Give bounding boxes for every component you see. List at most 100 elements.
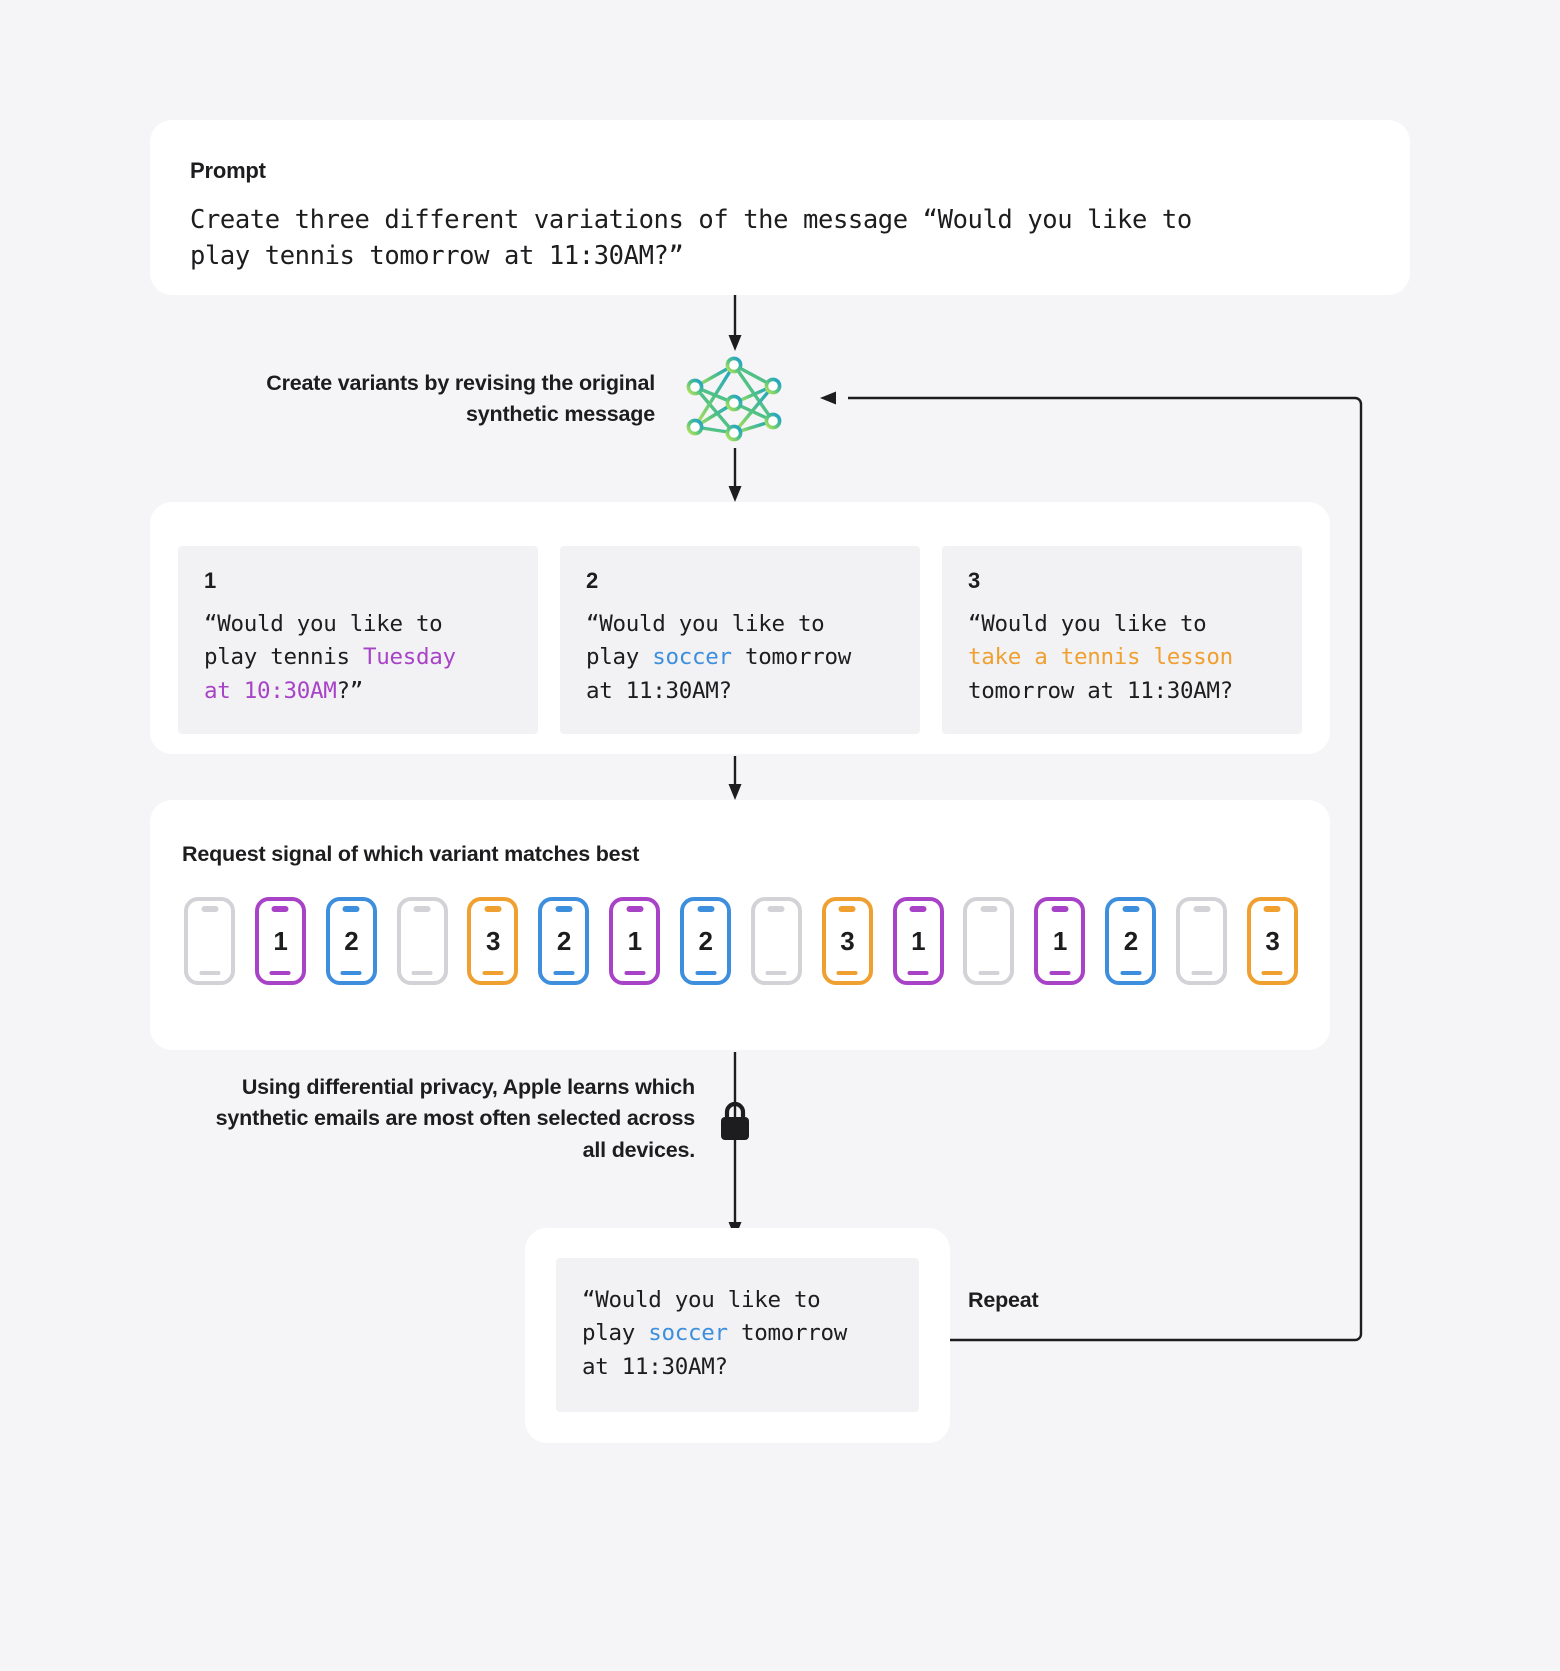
device-selection-label: 1: [627, 926, 642, 956]
device-selection-label: 3: [1265, 926, 1280, 956]
lock-icon: [718, 1100, 752, 1142]
arrow-prompt-to-model: [728, 295, 742, 351]
device-variant-3[interactable]: 3: [1246, 897, 1298, 985]
device-selection-label: 3: [840, 926, 855, 956]
device-variant-3[interactable]: 3: [821, 897, 873, 985]
neural-network-icon: [678, 355, 790, 445]
device-notch-icon: [413, 906, 431, 912]
device-home-indicator-icon: [340, 971, 362, 975]
final-result-text: “Would you like to play soccer tomorrow …: [582, 1284, 893, 1384]
device-no-selection[interactable]: [184, 897, 235, 985]
text-segment: soccer: [648, 1320, 728, 1347]
device-notch-icon: [980, 906, 998, 912]
device-no-selection[interactable]: [750, 897, 802, 985]
device-notch-icon: [555, 906, 573, 912]
final-result-card: “Would you like to play soccer tomorrow …: [525, 1228, 950, 1443]
text-segment: “Would you like to: [968, 611, 1207, 637]
device-selection-label: 2: [344, 926, 359, 956]
device-signal-row: 1 2 3 2 1 2 3 1 1 2 3: [182, 897, 1300, 985]
text-segment: tomorrow at 11:30AM?: [582, 1320, 847, 1380]
device-notch-icon: [201, 906, 218, 912]
device-home-indicator-icon: [482, 971, 504, 975]
signal-title: Request signal of which variant matches …: [182, 842, 640, 866]
device-selection-label: 1: [1052, 926, 1067, 956]
device-notch-icon: [271, 906, 289, 912]
variant-number: 2: [586, 568, 599, 593]
device-variant-1[interactable]: 1: [609, 897, 661, 985]
variant-number: 1: [204, 568, 217, 593]
variant-text: “Would you like to take a tennis lesson …: [968, 608, 1276, 708]
device-selection-label: 2: [556, 926, 571, 956]
device-notch-icon: [342, 906, 360, 912]
variants-row: 1 “Would you like to play tennis Tuesday…: [150, 546, 1330, 734]
device-variant-1[interactable]: 1: [1034, 897, 1086, 985]
final-result-panel: “Would you like to play soccer tomorrow …: [556, 1258, 919, 1412]
arrow-variants-to-signal: [728, 756, 742, 800]
variants-card: 1 “Would you like to play tennis Tuesday…: [150, 502, 1330, 754]
prompt-label: Prompt: [190, 158, 266, 183]
device-variant-1[interactable]: 1: [892, 897, 944, 985]
repeat-loop-arrow: [820, 391, 1363, 1342]
device-no-selection[interactable]: [396, 897, 448, 985]
device-selection-label: 3: [485, 926, 500, 956]
device-home-indicator-icon: [1120, 971, 1142, 975]
device-home-indicator-icon: [1261, 971, 1283, 975]
repeat-label: Repeat: [968, 1288, 1039, 1312]
text-segment: “Would you like to play: [582, 1287, 821, 1347]
device-notch-icon: [484, 906, 502, 912]
device-no-selection[interactable]: [1176, 897, 1228, 985]
device-notch-icon: [697, 906, 715, 912]
device-notch-icon: [767, 906, 785, 912]
arrow-signal-to-final: [728, 1052, 742, 1238]
text-segment: “Would you like to play: [586, 611, 825, 671]
device-home-indicator-icon: [978, 971, 1000, 975]
device-variant-3[interactable]: 3: [467, 897, 519, 985]
arrow-model-to-variants: [728, 448, 742, 502]
variant-text: “Would you like to play tennis Tuesday a…: [204, 608, 512, 708]
device-home-indicator-icon: [269, 971, 291, 975]
device-home-indicator-icon: [624, 971, 646, 975]
device-variant-2[interactable]: 2: [538, 897, 590, 985]
device-notch-icon: [1193, 906, 1211, 912]
privacy-step-caption: Using differential privacy, Apple learns…: [215, 1075, 696, 1162]
variant-card-1[interactable]: 1 “Would you like to play tennis Tuesday…: [178, 546, 538, 734]
device-home-indicator-icon: [907, 971, 929, 975]
device-selection-label: 1: [911, 926, 926, 956]
device-variant-2[interactable]: 2: [1105, 897, 1157, 985]
model-step-caption: Create variants by revising the original…: [266, 371, 655, 427]
device-home-indicator-icon: [695, 971, 717, 975]
text-segment: Tuesday at 10:30AM: [204, 644, 456, 704]
variant-card-3[interactable]: 3 “Would you like to take a tennis lesso…: [942, 546, 1302, 734]
device-notch-icon: [1263, 906, 1281, 912]
variant-text: “Would you like to play soccer tomorrow …: [586, 608, 894, 708]
device-selection-label: 1: [273, 926, 288, 956]
device-variant-2[interactable]: 2: [680, 897, 732, 985]
device-notch-icon: [626, 906, 644, 912]
device-home-indicator-icon: [411, 971, 433, 975]
device-home-indicator-icon: [836, 971, 858, 975]
variant-number: 3: [968, 568, 981, 593]
device-notch-icon: [838, 906, 856, 912]
text-segment: tomorrow at 11:30AM?: [586, 644, 851, 704]
signal-card: Request signal of which variant matches …: [150, 800, 1330, 1050]
device-notch-icon: [1051, 906, 1069, 912]
device-variant-1[interactable]: 1: [254, 897, 306, 985]
text-segment: take a tennis lesson: [968, 644, 1233, 671]
text-segment: ?”: [336, 677, 363, 704]
prompt-text: Create three different variations of the…: [190, 205, 1192, 272]
prompt-card: Prompt Create three different variations…: [150, 120, 1410, 295]
device-home-indicator-icon: [553, 971, 575, 975]
text-segment: soccer: [652, 644, 732, 671]
device-notch-icon: [1122, 906, 1140, 912]
device-home-indicator-icon: [1049, 971, 1071, 975]
device-selection-label: 2: [1123, 926, 1138, 956]
text-segment: tomorrow at 11:30AM?: [968, 677, 1233, 704]
device-no-selection[interactable]: [963, 897, 1015, 985]
device-home-indicator-icon: [765, 971, 787, 975]
device-home-indicator-icon: [199, 971, 220, 975]
device-variant-2[interactable]: 2: [325, 897, 377, 985]
device-notch-icon: [909, 906, 927, 912]
device-home-indicator-icon: [1191, 971, 1213, 975]
variant-card-2[interactable]: 2 “Would you like to play soccer tomorro…: [560, 546, 920, 734]
